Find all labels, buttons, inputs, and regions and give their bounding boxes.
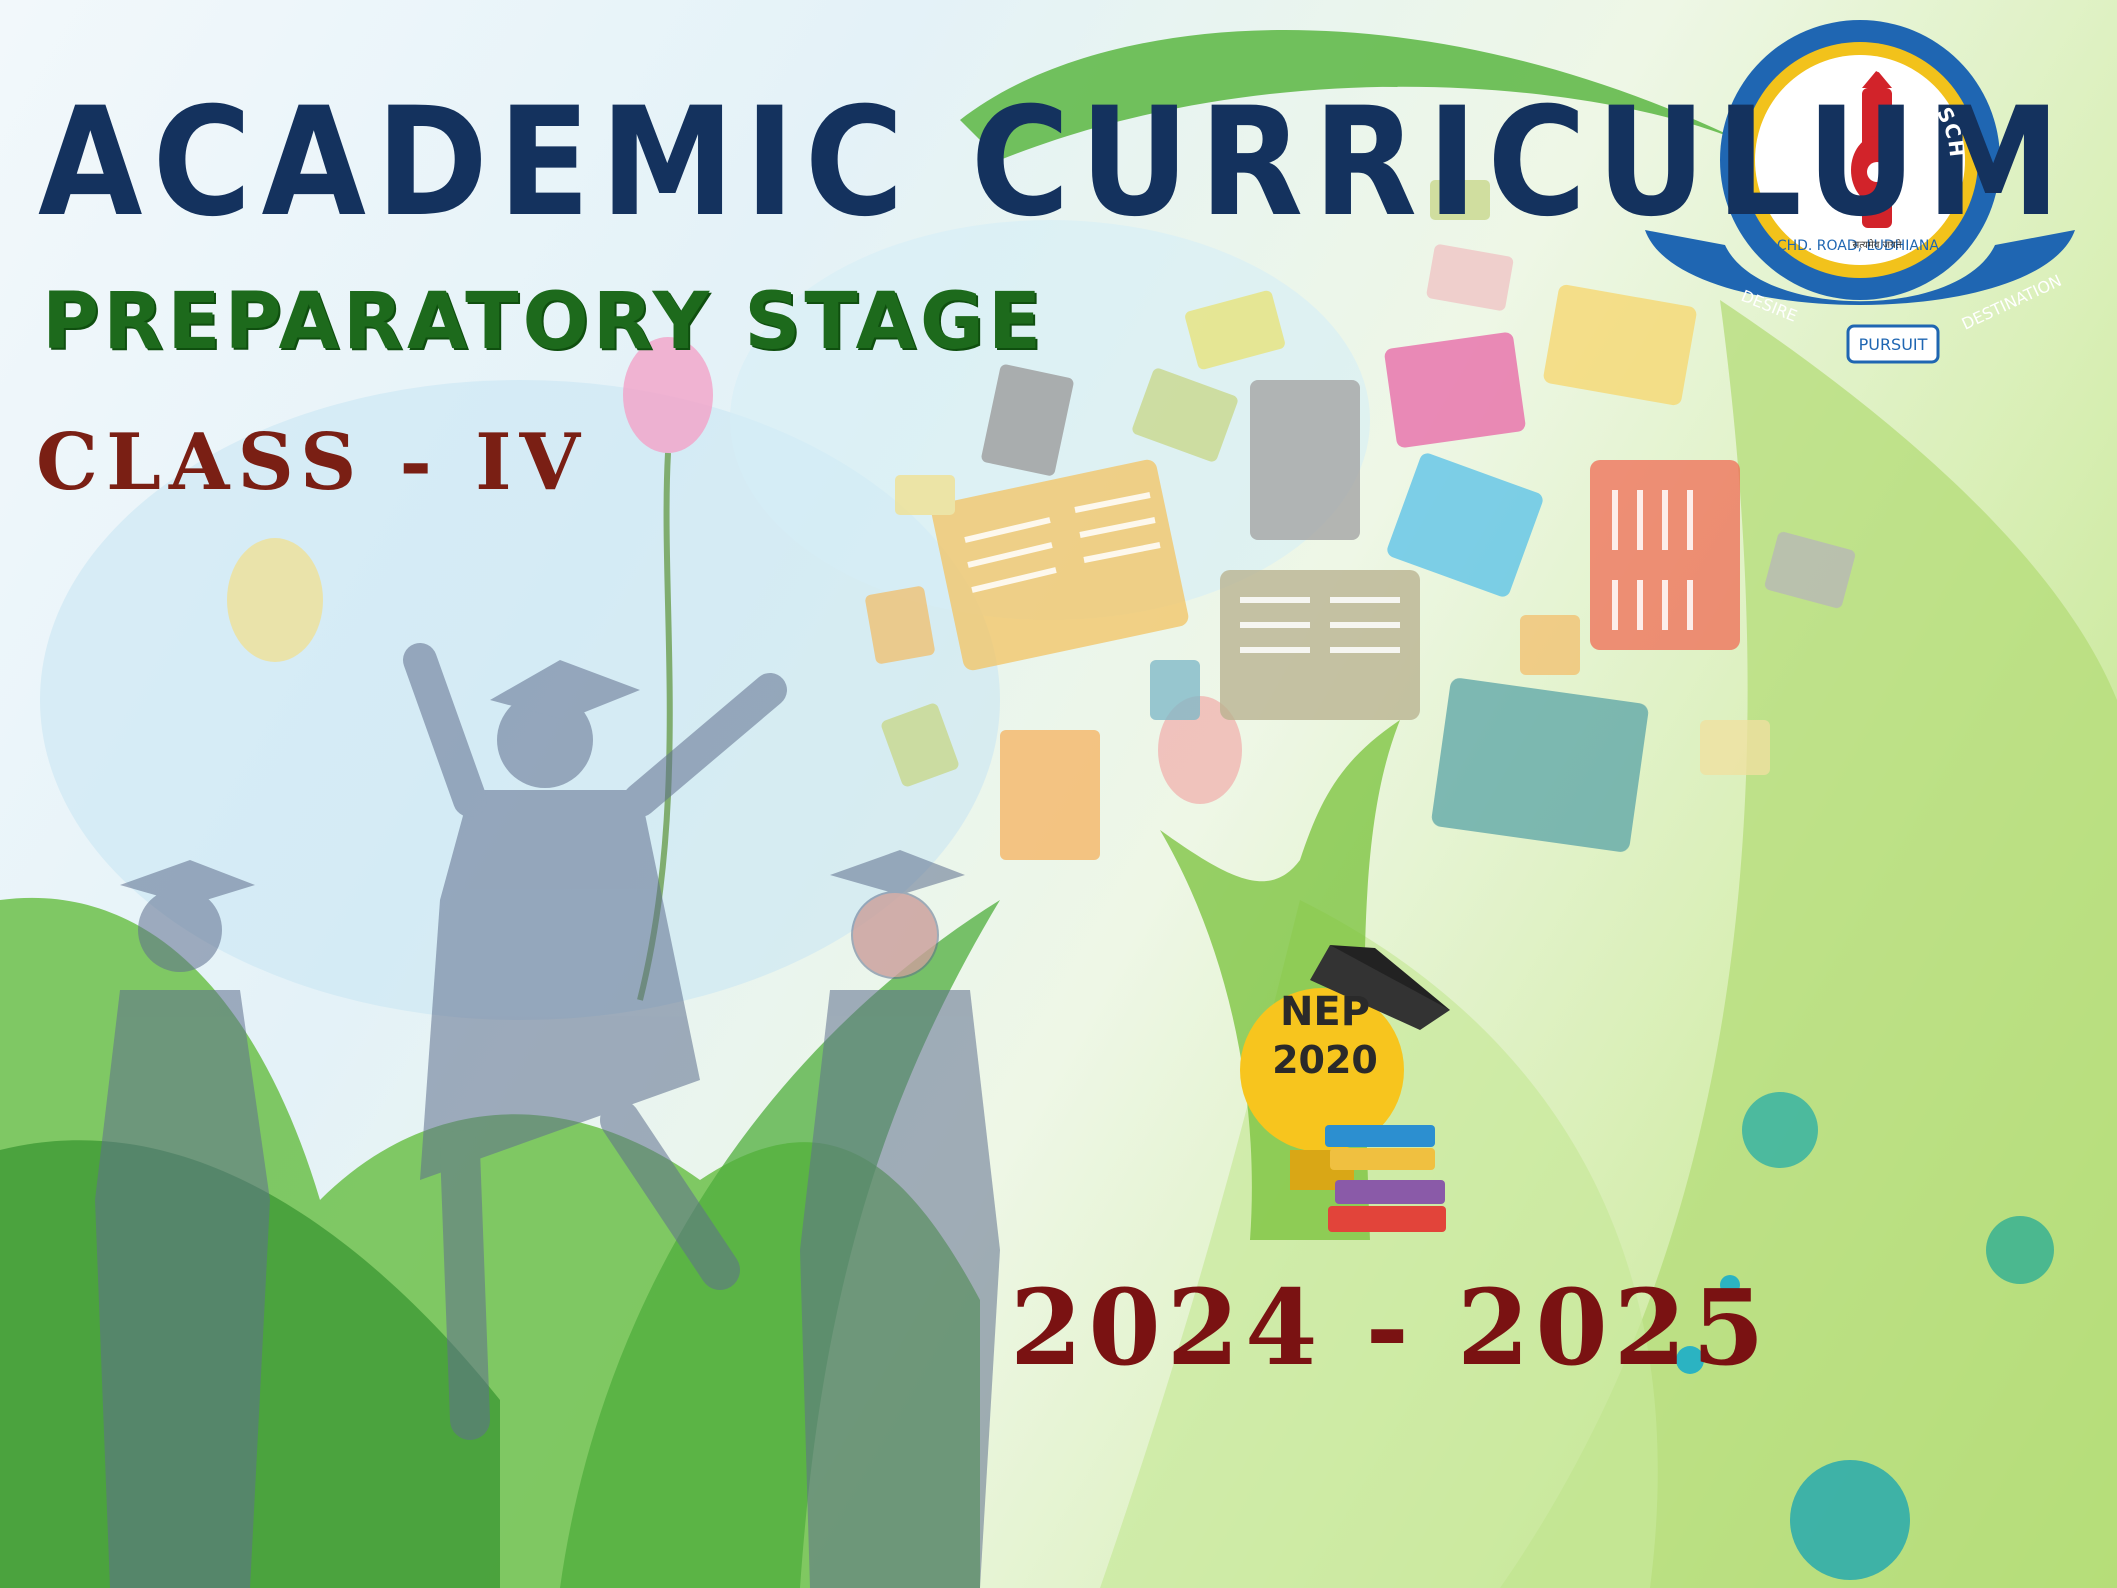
page-title: ACADEMIC CURRICULUM [38,76,2071,250]
class-label: CLASS - IV [36,417,589,508]
graduation-cap-icon [1310,945,1450,1030]
academic-year: 2024 - 2025 [1010,1266,1771,1389]
open-book-icon [865,180,1856,860]
balloon-icon [623,337,713,453]
stage-heading: PREPARATORY STAGE [42,277,1046,367]
nep-label: NEP [1279,989,1371,1035]
school-name-text: USPC JAIN PUBLIC SCHOOL [0,0,1968,159]
nep-year: 2020 [1272,1038,1378,1082]
svg-text:USPC JAIN PUBLIC SCHOOL: USPC JAIN PUBLIC SCHOOL [0,0,1969,159]
logo-inner-text: सत्यमेव जयते [1852,239,1901,251]
motto-right: DESTINATION [1959,271,2065,334]
school-address-text: CHD. ROAD, LUDHIANA. [1777,238,1943,254]
motto-center: PURSUIT [1859,335,1928,354]
motto-left: DESIRE [1739,286,1800,326]
book-stack-icon [1325,1125,1446,1232]
nep-2020-badge: NEP 2020 [1240,988,1410,1084]
